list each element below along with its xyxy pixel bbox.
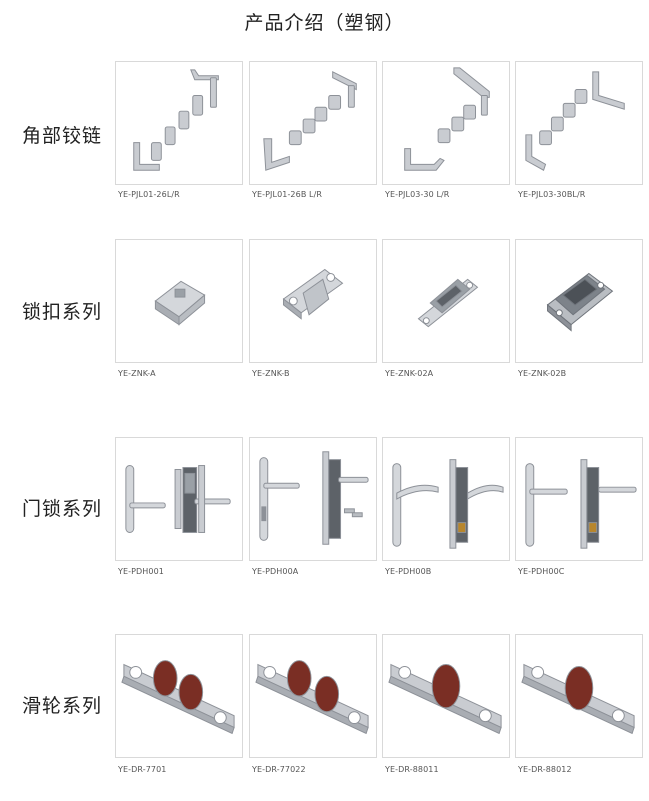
lock-keeper-icon — [417, 278, 479, 328]
product-card[interactable] — [115, 239, 243, 363]
section-label: 门锁系列 — [22, 498, 103, 520]
product-card[interactable] — [515, 61, 643, 185]
product-card[interactable] — [382, 437, 510, 561]
product-model: YE-PDH00A — [252, 567, 299, 576]
product-card[interactable] — [249, 634, 377, 758]
product-model: YE-PJL03-30BL/R — [518, 190, 586, 199]
door-lock-handle-icon — [125, 465, 231, 533]
product-card[interactable] — [115, 437, 243, 561]
product-model: YE-PDH00B — [385, 567, 432, 576]
corner-hinge-icon — [263, 71, 357, 171]
section-label: 角部铰链 — [22, 125, 103, 147]
product-model: YE-ZNK-B — [252, 369, 290, 378]
product-model: YE-DR-77022 — [252, 765, 306, 774]
product-card[interactable] — [115, 634, 243, 758]
product-model: YE-DR-88011 — [385, 765, 439, 774]
product-card[interactable] — [515, 634, 643, 758]
product-model: YE-PDH00C — [518, 567, 565, 576]
product-model: YE-ZNK-A — [118, 369, 156, 378]
door-lock-handle-icon — [259, 451, 369, 545]
product-card[interactable] — [249, 61, 377, 185]
product-model: YE-PJL03-30 L/R — [385, 190, 450, 199]
product-card[interactable] — [249, 239, 377, 363]
lock-keeper-icon — [546, 272, 614, 332]
corner-hinge-icon — [404, 67, 490, 171]
product-card[interactable] — [115, 61, 243, 185]
product-model: YE-ZNK-02A — [385, 369, 434, 378]
product-model: YE-PDH001 — [118, 567, 164, 576]
product-model: YE-ZNK-02B — [518, 369, 567, 378]
corner-hinge-icon — [525, 71, 625, 171]
sliding-roller-icon — [388, 663, 502, 735]
section-label: 滑轮系列 — [22, 695, 103, 717]
sliding-roller-icon — [521, 663, 635, 735]
product-card[interactable] — [382, 634, 510, 758]
section-label: 锁扣系列 — [22, 301, 103, 323]
product-card[interactable] — [249, 437, 377, 561]
product-card[interactable] — [382, 61, 510, 185]
product-model: YE-DR-7701 — [118, 765, 167, 774]
product-model: YE-PJL01-26B L/R — [252, 190, 323, 199]
door-lock-handle-icon — [392, 459, 504, 549]
lock-keeper-icon — [154, 280, 206, 326]
product-model: YE-DR-88012 — [518, 765, 572, 774]
lock-keeper-icon — [282, 268, 344, 320]
sliding-roller-icon — [121, 660, 235, 735]
door-lock-handle-icon — [525, 459, 637, 549]
page-title: 产品介绍（塑钢） — [244, 12, 405, 34]
product-model: YE-PJL01-26L/R — [118, 190, 180, 199]
product-card[interactable] — [382, 239, 510, 363]
product-card[interactable] — [515, 239, 643, 363]
product-card[interactable] — [515, 437, 643, 561]
corner-hinge-icon — [133, 69, 219, 171]
sliding-roller-icon — [255, 660, 369, 735]
